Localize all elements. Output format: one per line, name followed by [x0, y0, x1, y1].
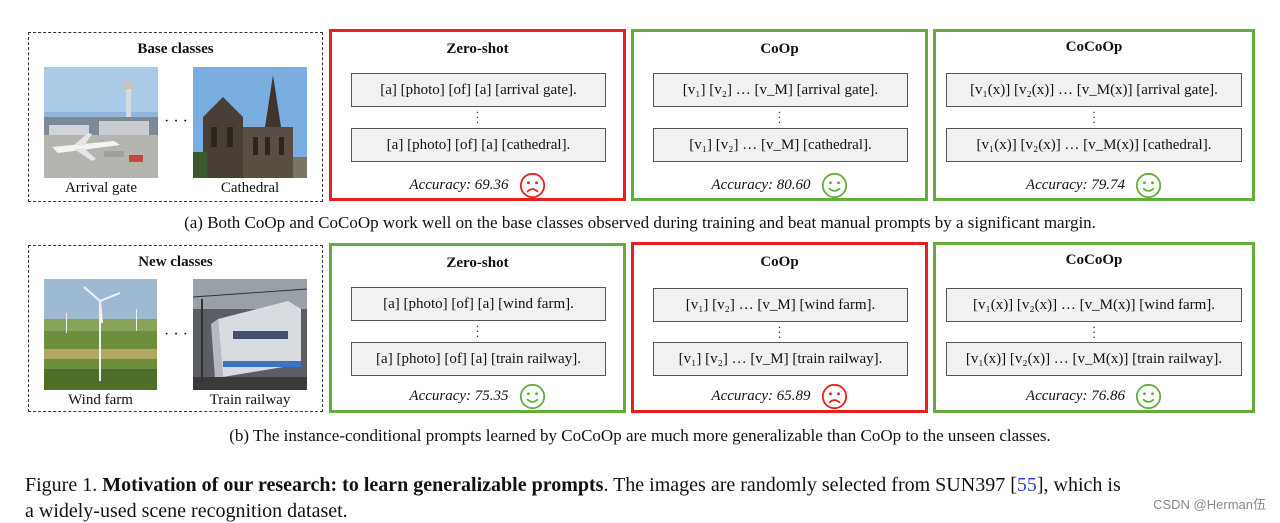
base-classes-box: Base classes · · · Arrival gate Cathedra… — [28, 32, 323, 202]
panel-title: Zero-shot — [446, 255, 509, 271]
figure-caption-text: . The images are randomly selected from … — [603, 474, 1017, 496]
cocoop-new-panel: CoCoOp [v₁(x)] [v₂(x)] … [v_M(x)] [wind … — [933, 242, 1255, 413]
wind-farm-label: Wind farm — [68, 392, 133, 408]
figure-caption-line1: Figure 1. Motivation of our research: to… — [25, 474, 1121, 497]
caption-b: (b) The instance-conditional prompts lea… — [229, 426, 1051, 445]
sad-face-icon — [821, 383, 847, 410]
prompt-box: [a] [photo] [of] [a] [train railway]. — [351, 342, 606, 376]
figure-label: Figure 1. — [25, 474, 98, 496]
coop-base-panel: CoOp [v₁] [v₂] … [v_M] [arrival gate]. ·… — [631, 29, 928, 201]
sad-face-icon — [519, 172, 545, 199]
arrival-gate-label: Arrival gate — [64, 180, 138, 196]
caption-a: (a) Both CoOp and CoCoOp work well on th… — [184, 213, 1096, 232]
panel-title: CoOp — [760, 41, 799, 57]
vertical-dots: ··· — [1092, 105, 1096, 129]
vertical-dots: ··· — [777, 105, 782, 129]
cathedral-label: Cathedral — [220, 180, 280, 196]
happy-face-icon — [1135, 383, 1162, 410]
prompt-box: [v₁(x)] [v₂(x)] … [v_M(x)] [arrival gate… — [946, 73, 1242, 107]
train-railway-label: Train railway — [209, 392, 291, 408]
watermark: CSDN @Herman伍 — [1153, 497, 1266, 512]
prompt-box: [v₁] [v₂] … [v_M] [train railway]. — [653, 342, 908, 376]
zero-shot-new-panel: Zero-shot [a] [photo] [of] [a] [wind far… — [329, 243, 626, 413]
accuracy-label: Accuracy: 69.36 — [409, 177, 509, 193]
coop-new-panel: CoOp [v₁] [v₂] … [v_M] [wind farm]. ··· … — [631, 242, 928, 413]
panel-title: CoCoOp — [1065, 252, 1123, 268]
prompt-box: [v₁] [v₂] … [v_M] [arrival gate]. — [653, 73, 908, 107]
accuracy-label: Accuracy: 75.35 — [409, 388, 509, 404]
new-classes-title: New classes — [138, 254, 213, 270]
train-railway-image — [193, 279, 307, 390]
panel-title: CoCoOp — [1065, 39, 1123, 55]
arrival-gate-image — [44, 67, 158, 178]
citation-link[interactable]: 55 — [1016, 474, 1037, 496]
figure-caption-bold: Motivation of our research: to learn gen… — [102, 474, 604, 496]
wind-farm-image — [44, 279, 157, 390]
happy-face-icon — [1135, 172, 1162, 199]
cathedral-image — [193, 67, 307, 178]
prompt-box: [a] [photo] [of] [a] [wind farm]. — [351, 287, 606, 321]
figure-caption-text-end: ], which is — [1036, 474, 1121, 496]
prompt-box: [v₁(x)] [v₂(x)] … [v_M(x)] [train railwa… — [946, 342, 1242, 376]
prompt-box: [v₁(x)] [v₂(x)] … [v_M(x)] [wind farm]. — [946, 288, 1242, 322]
accuracy-label: Accuracy: 80.60 — [711, 177, 811, 193]
figure-caption-line2: a widely-used scene recognition dataset. — [25, 500, 348, 522]
ellipsis: · · · — [164, 113, 188, 130]
accuracy-label: Accuracy: 76.86 — [1025, 388, 1126, 404]
ellipsis: · · · — [164, 326, 188, 343]
panel-title: Zero-shot — [446, 41, 509, 57]
vertical-dots: ··· — [475, 105, 480, 129]
vertical-dots: ··· — [777, 320, 782, 344]
prompt-box: [v₁] [v₂] … [v_M] [cathedral]. — [653, 128, 908, 162]
happy-face-icon — [821, 172, 847, 199]
vertical-dots: ··· — [1092, 320, 1096, 344]
base-classes-title: Base classes — [137, 41, 214, 57]
accuracy-label: Accuracy: 65.89 — [711, 388, 811, 404]
prompt-box: [v₁(x)] [v₂(x)] … [v_M(x)] [cathedral]. — [946, 128, 1242, 162]
new-classes-box: New classes · · · Wind farm Train railwa… — [28, 245, 323, 412]
zero-shot-base-panel: Zero-shot [a] [photo] [of] [a] [arrival … — [329, 29, 626, 201]
happy-face-icon — [519, 383, 545, 410]
prompt-box: [a] [photo] [of] [a] [arrival gate]. — [351, 73, 606, 107]
vertical-dots: ··· — [475, 319, 480, 343]
prompt-box: [v₁] [v₂] … [v_M] [wind farm]. — [653, 288, 908, 322]
panel-title: CoOp — [760, 254, 799, 270]
cocoop-base-panel: CoCoOp [v₁(x)] [v₂(x)] … [v_M(x)] [arriv… — [933, 29, 1255, 201]
prompt-box: [a] [photo] [of] [a] [cathedral]. — [351, 128, 606, 162]
accuracy-label: Accuracy: 79.74 — [1025, 177, 1126, 193]
